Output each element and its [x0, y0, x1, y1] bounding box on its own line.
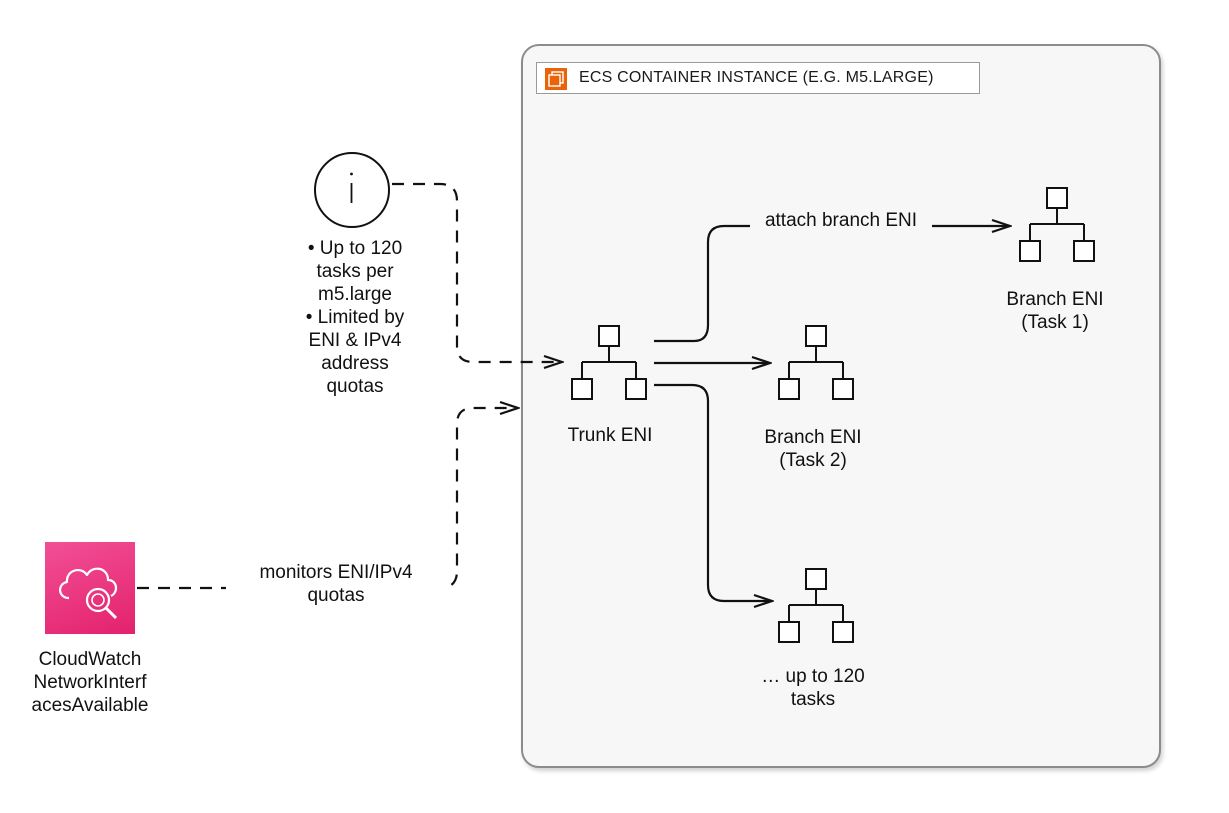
ecs-container-instance-group — [521, 44, 1161, 768]
container-title: ECS CONTAINER INSTANCE (E.G. M5.LARGE) — [579, 69, 934, 86]
branch-task1-icon — [1019, 187, 1095, 262]
edge-cloudwatch-to-trunk — [137, 408, 518, 590]
cloudwatch-label: CloudWatch NetworkInterf acesAvailable — [31, 649, 149, 716]
trunk-eni-label: Trunk ENI — [567, 425, 653, 446]
info-note: • Up to 120 tasks per m5.large • Limited… — [305, 238, 405, 397]
edge-trunk-to-task1 — [654, 226, 1010, 343]
more-tasks-label: … up to 120 tasks — [761, 666, 865, 710]
branch-task2-label: Branch ENI (Task 2) — [764, 427, 862, 471]
container-header: ECS CONTAINER INSTANCE (E.G. M5.LARGE) — [536, 62, 980, 94]
cloudwatch-icon — [45, 542, 135, 634]
branch-task2-icon — [778, 325, 854, 400]
edge-label-monitors: monitors ENI/IPv4 quotas — [226, 561, 446, 607]
edge-trunk-to-more — [654, 383, 772, 601]
ec2-instance-icon — [545, 68, 567, 90]
more-tasks-icon — [778, 568, 854, 643]
trunk-eni-icon — [571, 325, 647, 400]
info-icon — [314, 152, 390, 228]
edge-info-to-trunk — [392, 182, 562, 362]
edge-label-attach: attach branch ENI — [750, 209, 932, 232]
branch-task1-label: Branch ENI (Task 1) — [1006, 289, 1104, 333]
